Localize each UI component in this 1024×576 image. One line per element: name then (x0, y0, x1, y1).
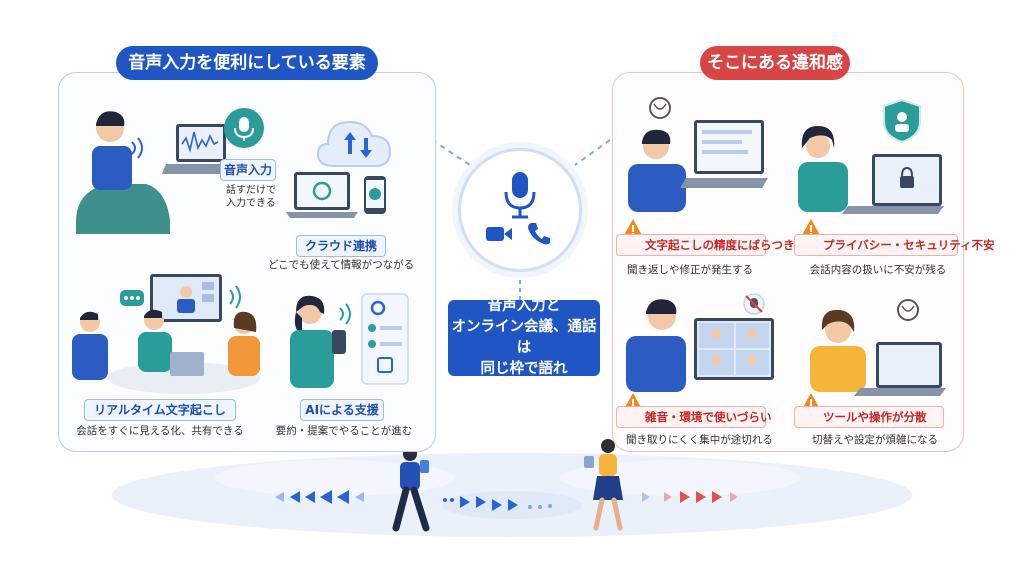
walking-woman-illustration (584, 439, 623, 531)
cloud-integration-desc: どこでも使えて情報がつながる (268, 259, 415, 271)
ai-support-label: AIによる支援 (300, 399, 384, 421)
tool-fragmentation-label: ツールや操作が分散 (794, 406, 944, 428)
realtime-transcription-desc: 会話をすぐに見える化、共有できる (76, 425, 244, 437)
noise-environment-desc: 聞き取りにくく集中が途切れる (626, 434, 773, 446)
voice-input-label: 音声入力 (220, 159, 276, 181)
noise-environment-label: 雑音・環境で使いづらい (616, 406, 772, 428)
voice-input-desc-line2: 入力できる (226, 198, 276, 209)
concerns-title: そこにある違和感 (700, 46, 850, 80)
realtime-transcription-label: リアルタイム文字起こし (84, 399, 236, 421)
transcription-accuracy-label: 文字起こしの精度にばらつき (616, 234, 795, 256)
meeting-illustration (72, 274, 260, 394)
cloud-sync-illustration (286, 120, 392, 218)
worried-woman-at-laptop-illustration (798, 98, 944, 214)
man-in-noisy-call-illustration (626, 293, 774, 392)
microphone-icon (504, 172, 536, 219)
cloud-integration-label: クラウド連携 (296, 235, 386, 257)
core-message-line2: オンライン会議、通話は (451, 319, 597, 356)
walking-man-illustration (392, 447, 430, 532)
ai-support-desc: 要約・提案でやることが進む (275, 425, 413, 437)
core-message-line3: 同じ枠で語れ (480, 361, 568, 377)
core-message-line1: 音声入力と (487, 298, 561, 314)
transcription-accuracy-desc: 聞き返しや修正が発生する (627, 264, 753, 276)
confused-man-at-laptop-illustration (628, 97, 768, 212)
core-message-box: 音声入力と オンライン会議、通話は 同じ枠で語れ (448, 298, 600, 377)
privacy-security-label: プライバシー・セキュリティ不安 (794, 234, 995, 256)
microphone-icon (224, 108, 264, 148)
video-camera-icon (486, 227, 512, 241)
tool-fragmentation-desc: 切替えや設定が煩雑になる (812, 434, 938, 446)
privacy-security-desc: 会話内容の扱いに不安が残る (809, 264, 947, 276)
person-at-laptop-illustration (76, 111, 226, 234)
communication-hub-circle (458, 148, 582, 272)
phone-icon (528, 223, 550, 245)
frustrated-woman-at-laptop-illustration (810, 299, 946, 396)
voice-input-desc-line1: 話すだけで (226, 185, 276, 196)
woman-with-phone-illustration (290, 293, 409, 388)
benefits-title: 音声入力を便利にしている要素 (116, 46, 378, 80)
